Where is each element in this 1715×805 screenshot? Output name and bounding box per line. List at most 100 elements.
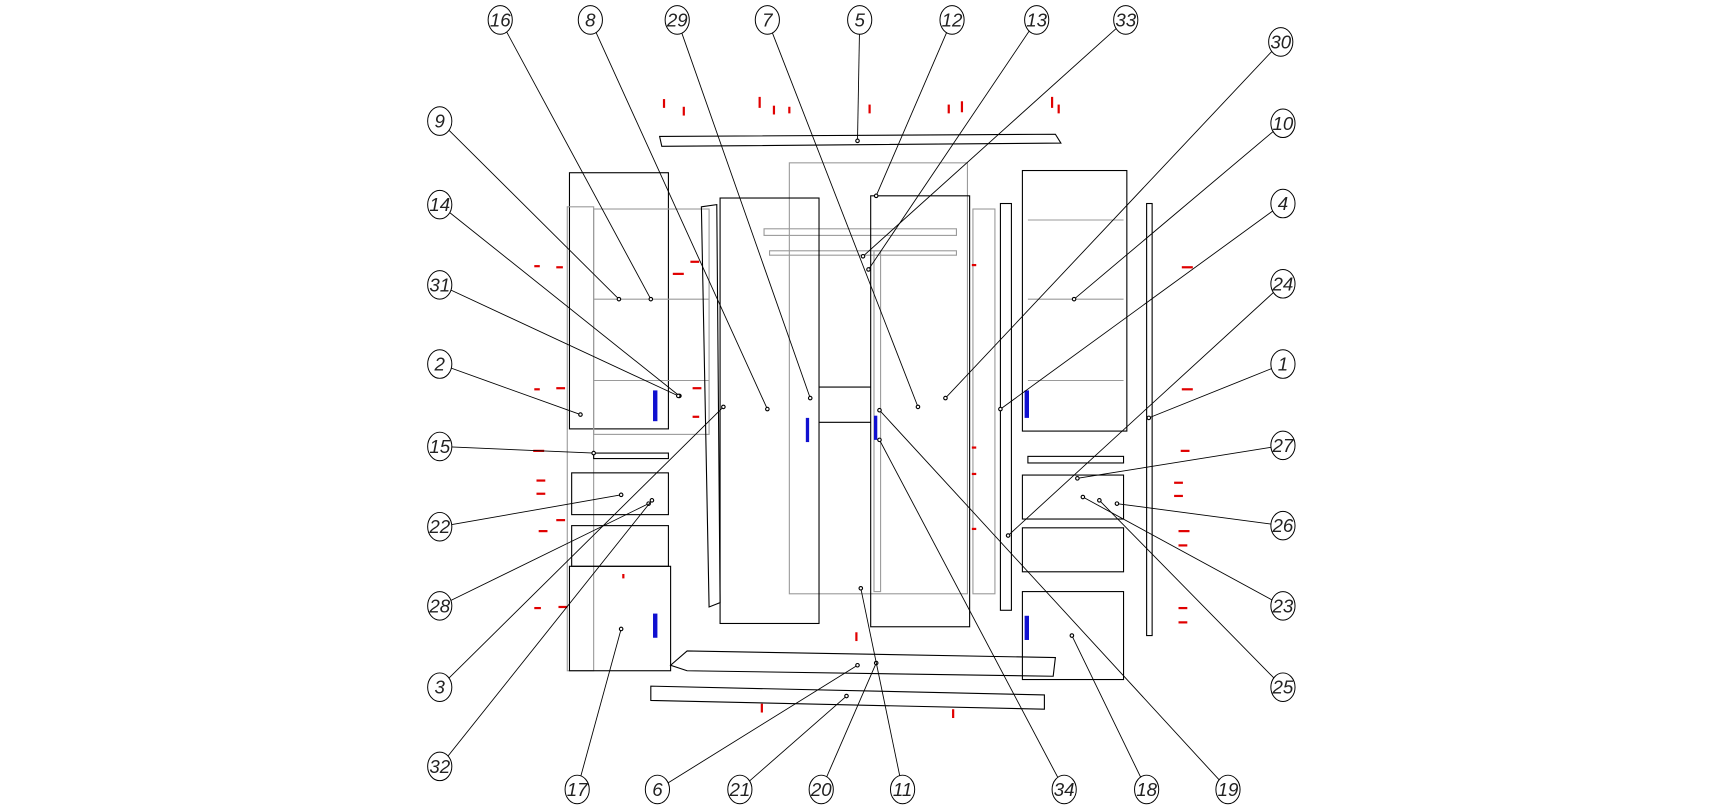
hardware-mark	[534, 388, 540, 391]
hardware-mark	[855, 632, 858, 642]
leader-dot	[675, 393, 681, 399]
callout-number: 11	[893, 779, 912, 800]
callout-number: 2	[434, 354, 446, 375]
left-upper-cabinet	[568, 172, 669, 430]
callout-1: 1	[1146, 349, 1296, 421]
leader-dot	[998, 406, 1003, 412]
hardware-mark	[788, 106, 791, 114]
callout-bubble	[889, 774, 916, 805]
callout-bubble	[427, 431, 453, 462]
callout-number: 29	[666, 9, 688, 30]
left-door-panel	[700, 203, 721, 608]
callout-bubble	[1134, 774, 1160, 805]
leader-dot	[844, 693, 849, 699]
callout-19: 19	[877, 407, 1241, 805]
leader-line	[439, 446, 594, 454]
callout-20: 20	[808, 660, 879, 805]
callout-bubble	[427, 511, 453, 542]
hardware-mark	[1057, 104, 1060, 114]
callout-number: 12	[942, 9, 963, 30]
leader-line	[1082, 496, 1284, 607]
leader-line	[1116, 503, 1284, 527]
handle-right-lower	[1024, 615, 1029, 640]
center-right-door	[870, 195, 971, 628]
callout-number: 9	[435, 111, 445, 132]
handle-center-left	[805, 417, 810, 443]
hardware-mark	[868, 104, 871, 114]
hardware-mark	[971, 527, 977, 531]
callout-bubble	[808, 774, 834, 805]
right-drawer-1	[1021, 474, 1125, 520]
callout-9: 9	[427, 106, 622, 302]
callout-28: 28	[427, 501, 651, 621]
hardware-mark	[960, 101, 964, 113]
leader-line	[860, 588, 904, 790]
top-shelf	[763, 228, 957, 236]
leader-dot	[721, 404, 726, 410]
callout-bubble	[727, 774, 753, 805]
hardware-mark	[1180, 449, 1190, 452]
callout-number: 15	[429, 436, 450, 457]
callout-number: 4	[1278, 193, 1288, 214]
leader-dot	[648, 296, 654, 302]
hardware-mark	[534, 606, 541, 610]
hardware-mark	[556, 519, 566, 522]
wardrobe-parts	[533, 96, 1193, 719]
hardware-mark	[682, 106, 685, 116]
callout-27: 27	[1075, 430, 1296, 481]
callout-16: 16	[487, 5, 654, 302]
hardware-mark	[1178, 606, 1188, 610]
leader-line	[589, 19, 768, 410]
hardware-mark	[971, 472, 977, 476]
callout-29: 29	[664, 5, 813, 401]
handle-right-upper	[1024, 390, 1029, 418]
callout-8: 8	[577, 5, 770, 412]
callout-number: 6	[652, 779, 663, 800]
leader-line	[857, 19, 861, 141]
hardware-mark	[662, 99, 666, 108]
callout-bubble	[1113, 5, 1139, 35]
callout-26: 26	[1114, 501, 1296, 541]
leader-line	[879, 439, 1065, 790]
hardware-mark	[1178, 530, 1190, 533]
callout-5: 5	[847, 5, 873, 144]
hardware-mark	[1050, 96, 1054, 108]
right-lower-cabinet	[1021, 591, 1125, 681]
leader-line	[1007, 283, 1284, 536]
handle-left-upper	[653, 390, 658, 422]
hardware-mark	[952, 709, 955, 719]
callout-bubble	[487, 5, 513, 35]
leader-line	[439, 494, 622, 528]
callout-number: 19	[1218, 779, 1239, 800]
left-lower-cabinet	[568, 565, 672, 672]
callout-6: 6	[644, 662, 860, 805]
leader-line	[1073, 122, 1284, 300]
hardware-mark	[1174, 494, 1183, 498]
hardware-mark	[556, 266, 563, 269]
leader-line	[1148, 363, 1284, 419]
callout-2: 2	[427, 349, 583, 417]
callout-number: 24	[1272, 273, 1294, 294]
callout-number: 16	[490, 9, 511, 30]
callout-number: 13	[1026, 9, 1047, 30]
leader-line	[868, 19, 1038, 270]
callout-number: 14	[429, 194, 450, 215]
leader-dot	[877, 437, 882, 443]
callout-number: 30	[1270, 31, 1291, 52]
leader-line	[1071, 635, 1148, 790]
leader-dot	[1005, 533, 1011, 538]
leader-line	[576, 628, 622, 790]
callout-bubble	[427, 270, 453, 300]
callout-bubble	[427, 672, 453, 703]
callout-12: 12	[873, 5, 965, 199]
leader-dot	[649, 498, 655, 503]
leader-line	[439, 503, 649, 607]
callout-17: 17	[564, 626, 624, 805]
callout-15: 15	[427, 431, 596, 462]
callout-bubble	[664, 5, 690, 35]
left-drawer-top-board	[593, 452, 669, 460]
leader-line	[439, 363, 581, 416]
leader-line	[1099, 500, 1284, 688]
callout-number: 1	[1278, 354, 1288, 375]
callout-bubble	[577, 5, 603, 35]
